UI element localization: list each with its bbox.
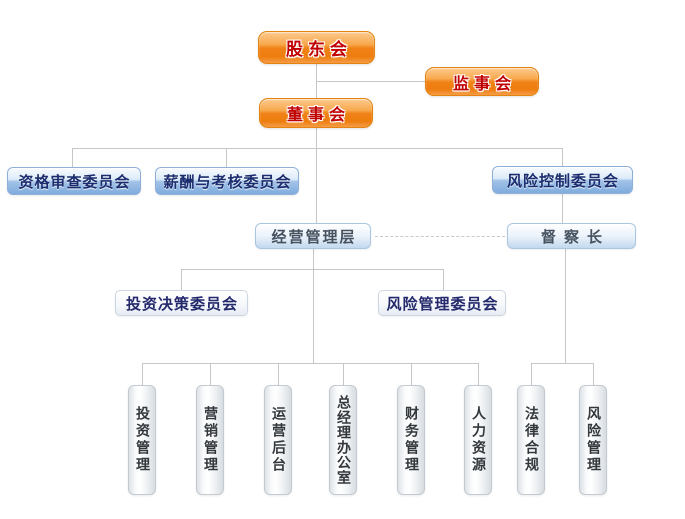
connector-drop-qualification (72, 148, 73, 167)
node-management-team: 经营管理层 (255, 223, 371, 249)
connector-stub-dept-5 (411, 363, 412, 385)
connector-stub-dept-4 (343, 363, 344, 385)
connector-board-management (316, 128, 317, 223)
dept-general-manager-office: 总经理办公室 (329, 385, 357, 495)
connector-drop-compensation (226, 148, 227, 167)
node-risk-management-committee: 风险管理委员会 (378, 290, 506, 316)
connector-drop-investment-decision (181, 269, 182, 290)
node-shareholders-meeting: 股东会 (258, 31, 375, 64)
dept-legal-compliance: 法律合规 (517, 385, 545, 495)
connector-stub-dept-3 (278, 363, 279, 385)
connector-management-down (313, 249, 314, 269)
node-chief-inspector: 督察长 (507, 223, 636, 249)
dept-operations-backoffice: 运营后台 (264, 385, 292, 495)
connector-stub-dept-7 (531, 363, 532, 385)
connector-inspector-bus (531, 363, 593, 364)
node-compensation-assessment-committee: 薪酬与考核委员会 (155, 167, 299, 195)
connector-riskcontrol-inspector (562, 194, 563, 223)
node-supervisory-board: 监事会 (425, 67, 539, 96)
dept-risk-management: 风险管理 (579, 385, 607, 495)
dept-human-resources: 人力资源 (464, 385, 492, 495)
connector-stub-dept-2 (210, 363, 211, 385)
node-investment-decision-committee: 投资决策委员会 (115, 290, 248, 316)
connector-stub-dept-1 (142, 363, 143, 385)
connector-committee-bus (72, 148, 562, 149)
node-board-of-directors: 董事会 (259, 98, 373, 128)
dept-marketing-management: 营销管理 (196, 385, 224, 495)
dept-investment-management: 投资管理 (128, 385, 156, 495)
connector-drop-risk-control (562, 148, 563, 166)
connector-inspector-departments (565, 249, 566, 363)
connector-stub-dept-8 (593, 363, 594, 385)
dept-finance-management: 财务管理 (397, 385, 425, 495)
connector-management-inspector-dashed (375, 236, 505, 237)
connector-management-departments (313, 269, 314, 363)
node-qualification-review-committee: 资格审查委员会 (7, 167, 141, 195)
connector-branch-supervisory (316, 81, 425, 82)
node-risk-control-committee: 风险控制委员会 (492, 166, 633, 194)
connector-subcommittee-bus (181, 269, 443, 270)
connector-department-bus (142, 363, 478, 364)
connector-stub-dept-6 (478, 363, 479, 385)
connector-drop-risk-management (443, 269, 444, 290)
